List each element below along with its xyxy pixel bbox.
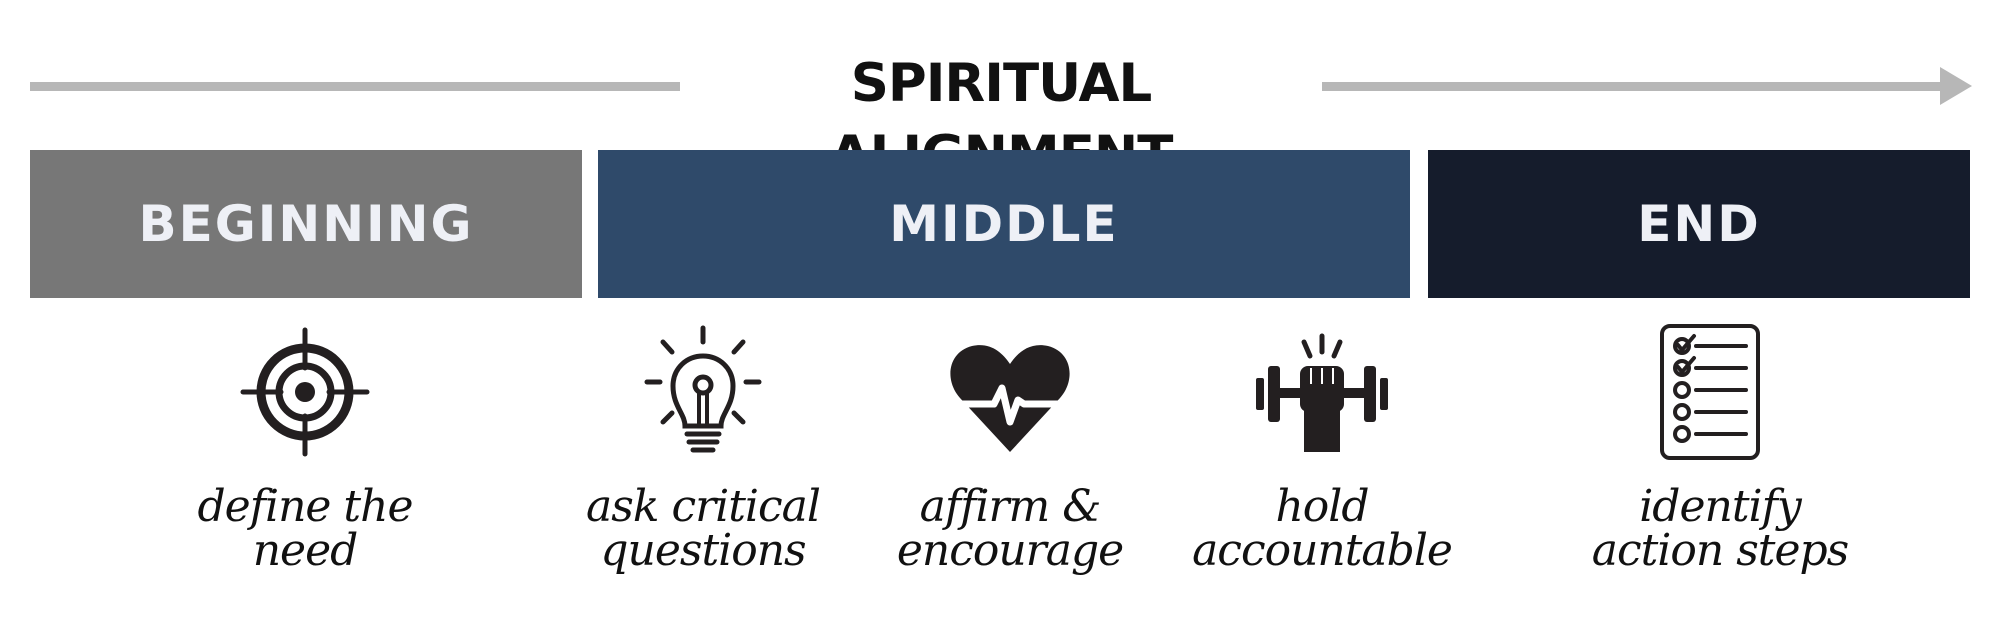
step-label-identify-action-steps: identify action steps [1591, 481, 1850, 576]
diagram-title: SPIRITUAL ALIGNMENT [830, 53, 1174, 186]
phase-end: END [1428, 150, 1970, 298]
lightbulb-icon [633, 322, 773, 462]
heart-heartbeat-icon [940, 322, 1080, 462]
timeline-arrow-left-segment [30, 82, 680, 91]
target-icon [235, 322, 375, 462]
step-label-define-need: define the need [197, 481, 414, 576]
step-label-affirm-encourage: affirm & encourage [896, 481, 1124, 576]
phase-middle: MIDDLE [598, 150, 1410, 298]
timeline-arrow-right-segment [1322, 82, 1952, 91]
step-label-ask-questions: ask critical questions [586, 481, 821, 576]
step-label-hold-accountable: hold accountable [1192, 481, 1453, 576]
arrow-head-icon [1940, 67, 1972, 105]
checklist-icon [1650, 322, 1790, 462]
dumbbell-fist-icon [1252, 322, 1392, 462]
phase-beginning: BEGINNING [30, 150, 582, 298]
